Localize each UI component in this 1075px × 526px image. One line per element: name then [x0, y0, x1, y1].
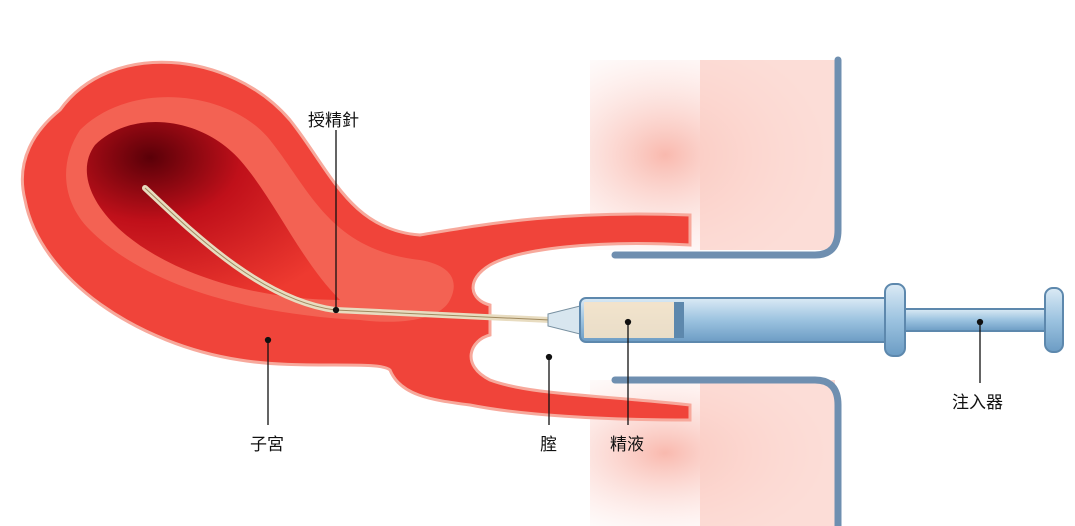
label-uterus: 子宮: [250, 435, 284, 455]
speculum-lower-blade: [611, 376, 842, 526]
syringe-tip: [547, 305, 581, 335]
leader-dot-semen: [624, 318, 632, 326]
syringe-flange: [884, 283, 906, 357]
label-syringe: 注入器: [952, 393, 1003, 413]
label-vagina: 腟: [540, 435, 557, 455]
syringe-plunger-rod: [904, 308, 1051, 332]
label-needle: 授精針: [308, 111, 359, 131]
syringe-plunger-seal: [674, 302, 684, 338]
uterine-cavity: [86, 122, 340, 300]
leader-dot-needle: [332, 306, 340, 314]
syringe-thumb-rest: [1044, 287, 1064, 353]
leader-dot-syringe: [976, 318, 984, 326]
tissue-wall-lower: [700, 380, 835, 526]
catheter-outline: [144, 187, 551, 321]
speculum-upper-blade: [611, 56, 842, 259]
tissue-wall-upper: [700, 60, 835, 250]
label-semen: 精液: [610, 435, 644, 455]
leader-dot-vagina: [545, 353, 553, 361]
leader-dot-uterus: [264, 336, 272, 344]
